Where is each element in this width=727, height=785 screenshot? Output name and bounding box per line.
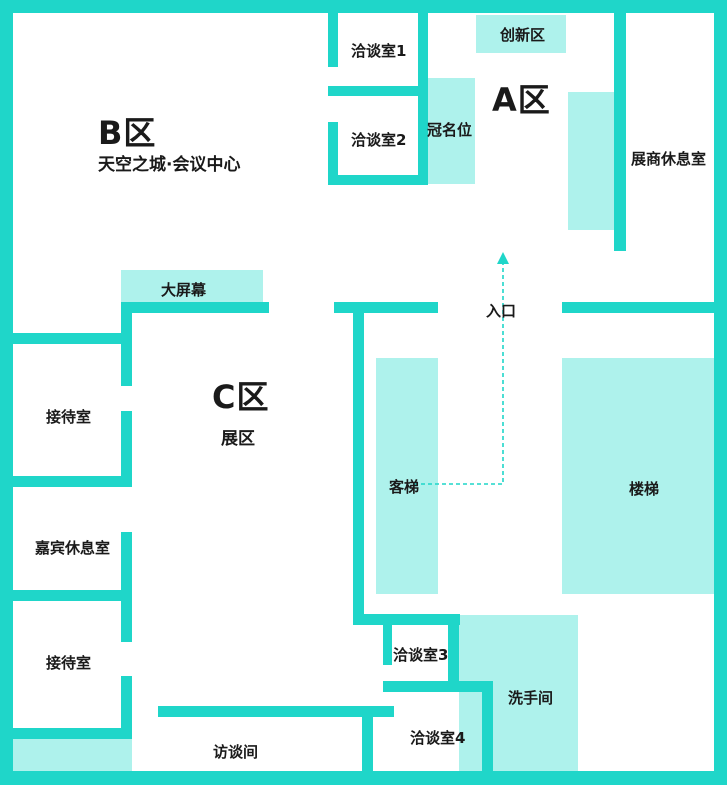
outer-wall-right bbox=[714, 0, 727, 785]
exhibitor-lounge-label: 展商休息室 bbox=[631, 150, 707, 168]
wall-corridor-screen bbox=[121, 302, 269, 313]
wall-corridor-right bbox=[562, 302, 714, 313]
big-screen-zone bbox=[121, 270, 263, 302]
reception-room-lower-label: 接待室 bbox=[46, 654, 92, 672]
wall-exhibitor-lounge bbox=[614, 13, 626, 251]
wall-interview-top bbox=[158, 706, 394, 717]
reception-room-upper-label: 接待室 bbox=[46, 408, 92, 426]
wall-meeting2-left bbox=[328, 122, 338, 185]
zone-b-title: B区 bbox=[98, 114, 157, 152]
meeting-room-4-label: 洽谈室4 bbox=[410, 729, 466, 747]
big-screen-label: 大屏幕 bbox=[161, 281, 207, 299]
route-arrowhead bbox=[497, 252, 509, 264]
wall-elevator-bottom bbox=[353, 614, 460, 625]
outer-wall-bottom bbox=[0, 771, 727, 785]
vip-lounge-label: 嘉宾休息室 bbox=[35, 539, 111, 557]
a-side-display-zone bbox=[568, 92, 616, 230]
wall-meeting3-right bbox=[448, 614, 459, 681]
wall-reception2-bottom bbox=[13, 728, 132, 739]
stairs-zone bbox=[562, 358, 714, 594]
wall-elevator-left bbox=[353, 302, 364, 625]
wall-meeting-right bbox=[418, 13, 428, 185]
route-path bbox=[414, 264, 504, 485]
meeting-room-2-label: 洽谈室2 bbox=[351, 131, 407, 149]
meeting-room-1-label: 洽谈室1 bbox=[351, 42, 407, 60]
zone-c-title: C区 bbox=[212, 378, 270, 416]
restroom-label: 洗手间 bbox=[508, 689, 554, 707]
innovation-zone bbox=[476, 15, 566, 53]
wall-meeting3-left bbox=[383, 625, 392, 665]
innovation-zone-label: 创新区 bbox=[500, 26, 546, 44]
stairs-label: 楼梯 bbox=[629, 480, 660, 498]
wall-c-left-mid bbox=[121, 411, 132, 487]
meeting-room-3-label: 洽谈室3 bbox=[393, 646, 449, 664]
passenger-elevator-label: 客梯 bbox=[389, 478, 420, 496]
outer-wall-top bbox=[0, 0, 727, 13]
naming-zone bbox=[425, 78, 475, 184]
interview-room-label: 访谈间 bbox=[213, 743, 259, 761]
wall-c-left-upper bbox=[121, 302, 132, 386]
corner-zone bbox=[12, 739, 132, 771]
wall-meeting3-bottom bbox=[383, 681, 493, 692]
zone-c-subtitle: 展区 bbox=[221, 429, 255, 449]
restroom-zone bbox=[459, 615, 578, 771]
wall-reception-bottom bbox=[13, 476, 132, 487]
wall-corridor-left bbox=[13, 333, 121, 344]
passenger-elevator-zone bbox=[376, 358, 438, 594]
wall-meeting2-bottom bbox=[328, 175, 428, 185]
entrance-label: 入口 bbox=[486, 302, 517, 320]
wall-vip-bottom bbox=[13, 590, 132, 601]
wall-meeting-divider bbox=[328, 86, 428, 96]
wall-restroom-left bbox=[482, 681, 493, 771]
zone-b-subtitle: 天空之城·会议中心 bbox=[98, 155, 241, 175]
wall-c-left-vip bbox=[121, 532, 132, 642]
outer-wall-left bbox=[0, 0, 13, 785]
zone-a-title: A区 bbox=[492, 81, 551, 119]
naming-zone-label: 冠名位 bbox=[427, 121, 473, 139]
wall-c-left-lower bbox=[121, 676, 132, 739]
wall-interview-right bbox=[362, 706, 373, 771]
wall-corridor-mid bbox=[334, 302, 438, 313]
wall-meeting1-left bbox=[328, 13, 338, 67]
